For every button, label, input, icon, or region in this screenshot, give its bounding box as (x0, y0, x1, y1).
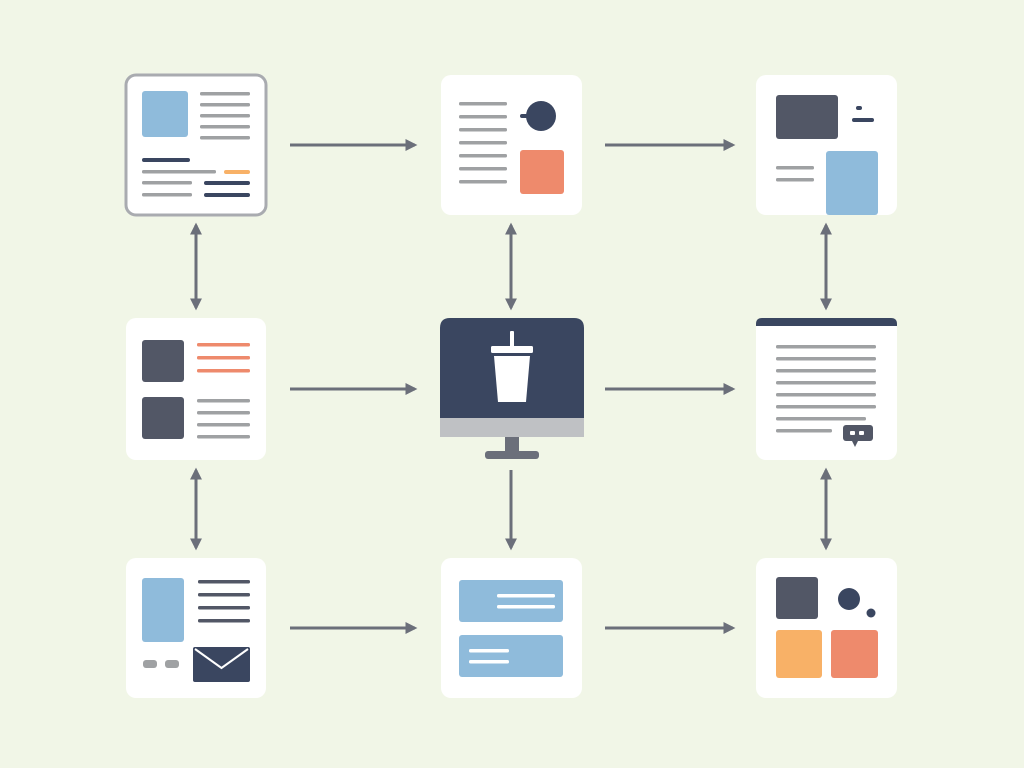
shapes-gallery-icon (776, 577, 878, 678)
dashboard-icon (776, 95, 878, 215)
list-items-icon (142, 340, 250, 439)
node-dashboard-page[interactable] (756, 75, 897, 215)
form-fields-icon (459, 580, 563, 677)
nodes-layer (124, 73, 897, 698)
node-monitor-hub[interactable] (440, 318, 584, 459)
node-gallery-page[interactable] (756, 558, 897, 698)
node-profile-page[interactable] (441, 75, 582, 215)
node-news-page[interactable] (124, 73, 268, 217)
edges-layer (190, 139, 832, 634)
node-article-page[interactable] (756, 318, 897, 460)
node-list-page[interactable] (126, 318, 266, 460)
node-form-page[interactable] (441, 558, 582, 698)
profile-document-icon (459, 101, 564, 194)
document-layout-icon (142, 91, 250, 197)
node-contact-page[interactable] (126, 558, 266, 698)
monitor-cup-icon (440, 318, 584, 459)
article-comment-icon (776, 345, 876, 447)
mail-contact-icon (142, 578, 250, 682)
